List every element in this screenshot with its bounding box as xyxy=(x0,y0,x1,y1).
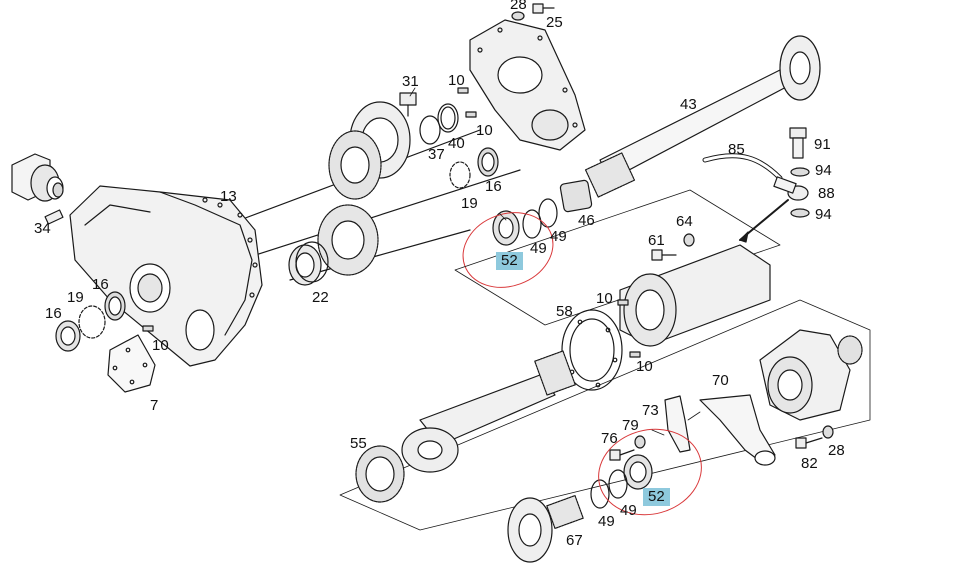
part-61-bolt xyxy=(651,249,677,261)
part-46-bearing xyxy=(559,179,593,213)
callout-19-a: 19 xyxy=(461,195,478,212)
part-19-clip-left xyxy=(78,305,106,339)
callout-55: 55 xyxy=(350,435,367,452)
differential-housing xyxy=(759,329,863,421)
part-73-plate xyxy=(664,395,691,453)
callout-49-d: 49 xyxy=(598,513,615,530)
part-16-ring-far-left xyxy=(55,320,81,352)
part-85-hose xyxy=(702,153,783,181)
callout-76: 76 xyxy=(601,430,618,447)
part-88-banjo xyxy=(773,176,809,201)
callout-61: 61 xyxy=(648,232,665,249)
callout-10-e: 10 xyxy=(636,358,653,375)
highlight-circle-lower xyxy=(598,428,702,516)
lower-box-outline xyxy=(339,299,871,531)
part-58-gasket xyxy=(561,309,623,391)
part-19-clip-upper xyxy=(449,161,471,189)
drive-shaft xyxy=(401,350,576,473)
callout-40: 40 xyxy=(448,135,465,152)
part-67-flange xyxy=(507,494,584,563)
part-52-seal-lower xyxy=(623,454,653,490)
lower-gear xyxy=(317,204,379,276)
callout-10-b: 10 xyxy=(476,122,493,139)
part-49-ring-upper-a xyxy=(538,198,558,228)
part-94-washer-a xyxy=(790,167,810,177)
part-91-banjo-bolt xyxy=(789,127,807,159)
part-76-bolt xyxy=(609,449,635,461)
axle-tube-housing xyxy=(619,244,771,347)
callout-94-b: 94 xyxy=(815,206,832,223)
callout-7: 7 xyxy=(150,397,159,414)
part-10-pins-mid xyxy=(617,299,641,358)
leader-lines xyxy=(409,87,701,436)
part-94-washer-b xyxy=(790,208,810,218)
callout-10-a: 10 xyxy=(448,72,465,89)
part-7-gasket xyxy=(107,334,156,393)
part-22-bearing xyxy=(288,241,329,286)
part-64-washer xyxy=(683,233,695,247)
highlight-circle-upper xyxy=(462,212,554,288)
callout-22: 22 xyxy=(312,289,329,306)
callout-10-d: 10 xyxy=(596,290,613,307)
callout-25: 25 xyxy=(546,14,563,31)
arrow-to-housing xyxy=(739,199,789,243)
callout-64: 64 xyxy=(676,213,693,230)
callout-31: 31 xyxy=(402,73,419,90)
callout-49-a: 49 xyxy=(550,228,567,245)
callout-52-lower: 52 xyxy=(643,488,670,506)
callout-46: 46 xyxy=(578,212,595,229)
callout-16-a: 16 xyxy=(485,178,502,195)
part-55-bearing xyxy=(355,445,405,503)
part-79-washer xyxy=(634,435,646,449)
callout-43: 43 xyxy=(680,96,697,113)
callout-16-c: 16 xyxy=(45,305,62,322)
part-10-pins-upper xyxy=(457,87,477,118)
part-40-ring xyxy=(437,103,459,133)
part-43-axle xyxy=(584,35,821,198)
callout-28-lower: 28 xyxy=(828,442,845,459)
rear-housing-cover xyxy=(469,19,586,151)
part-10-pin-left xyxy=(142,325,154,332)
callout-85: 85 xyxy=(728,141,745,158)
callout-82: 82 xyxy=(801,455,818,472)
part-52-seal-upper xyxy=(492,210,520,246)
callout-79: 79 xyxy=(622,417,639,434)
callout-37: 37 xyxy=(428,146,445,163)
part-28-washer-top xyxy=(511,11,525,21)
callout-73: 73 xyxy=(642,402,659,419)
callout-13: 13 xyxy=(220,188,237,205)
callout-34: 34 xyxy=(34,220,51,237)
part-37-ring xyxy=(419,115,441,145)
callout-91: 91 xyxy=(814,136,831,153)
callout-16-b: 16 xyxy=(92,276,109,293)
callout-70: 70 xyxy=(712,372,729,389)
middle-box-outline xyxy=(454,189,781,326)
part-34-flange xyxy=(11,153,64,225)
part-13-transfer-case xyxy=(69,185,263,367)
callout-88: 88 xyxy=(818,185,835,202)
callout-49-c: 49 xyxy=(620,502,637,519)
part-16-ring-left xyxy=(104,291,126,321)
part-82-bolt xyxy=(795,437,823,449)
callout-49-b: 49 xyxy=(530,240,547,257)
callout-94-a: 94 xyxy=(815,162,832,179)
part-49-ring-lower-a xyxy=(608,469,628,499)
callout-19-b: 19 xyxy=(67,289,84,306)
callout-52-upper: 52 xyxy=(496,252,523,270)
part-25-bolt-top xyxy=(532,3,555,14)
upper-gear-assembly xyxy=(328,101,411,200)
callout-67: 67 xyxy=(566,532,583,549)
part-16-ring-upper xyxy=(477,147,499,177)
part-28-washer-lower xyxy=(822,425,834,439)
part-70-bracket xyxy=(699,394,776,466)
callout-28-top: 28 xyxy=(510,0,527,13)
callout-58: 58 xyxy=(556,303,573,320)
part-49-ring-lower-b xyxy=(590,479,610,509)
part-49-ring-upper-b xyxy=(522,209,542,239)
callout-10-c: 10 xyxy=(152,337,169,354)
part-31-bolt xyxy=(399,92,417,117)
